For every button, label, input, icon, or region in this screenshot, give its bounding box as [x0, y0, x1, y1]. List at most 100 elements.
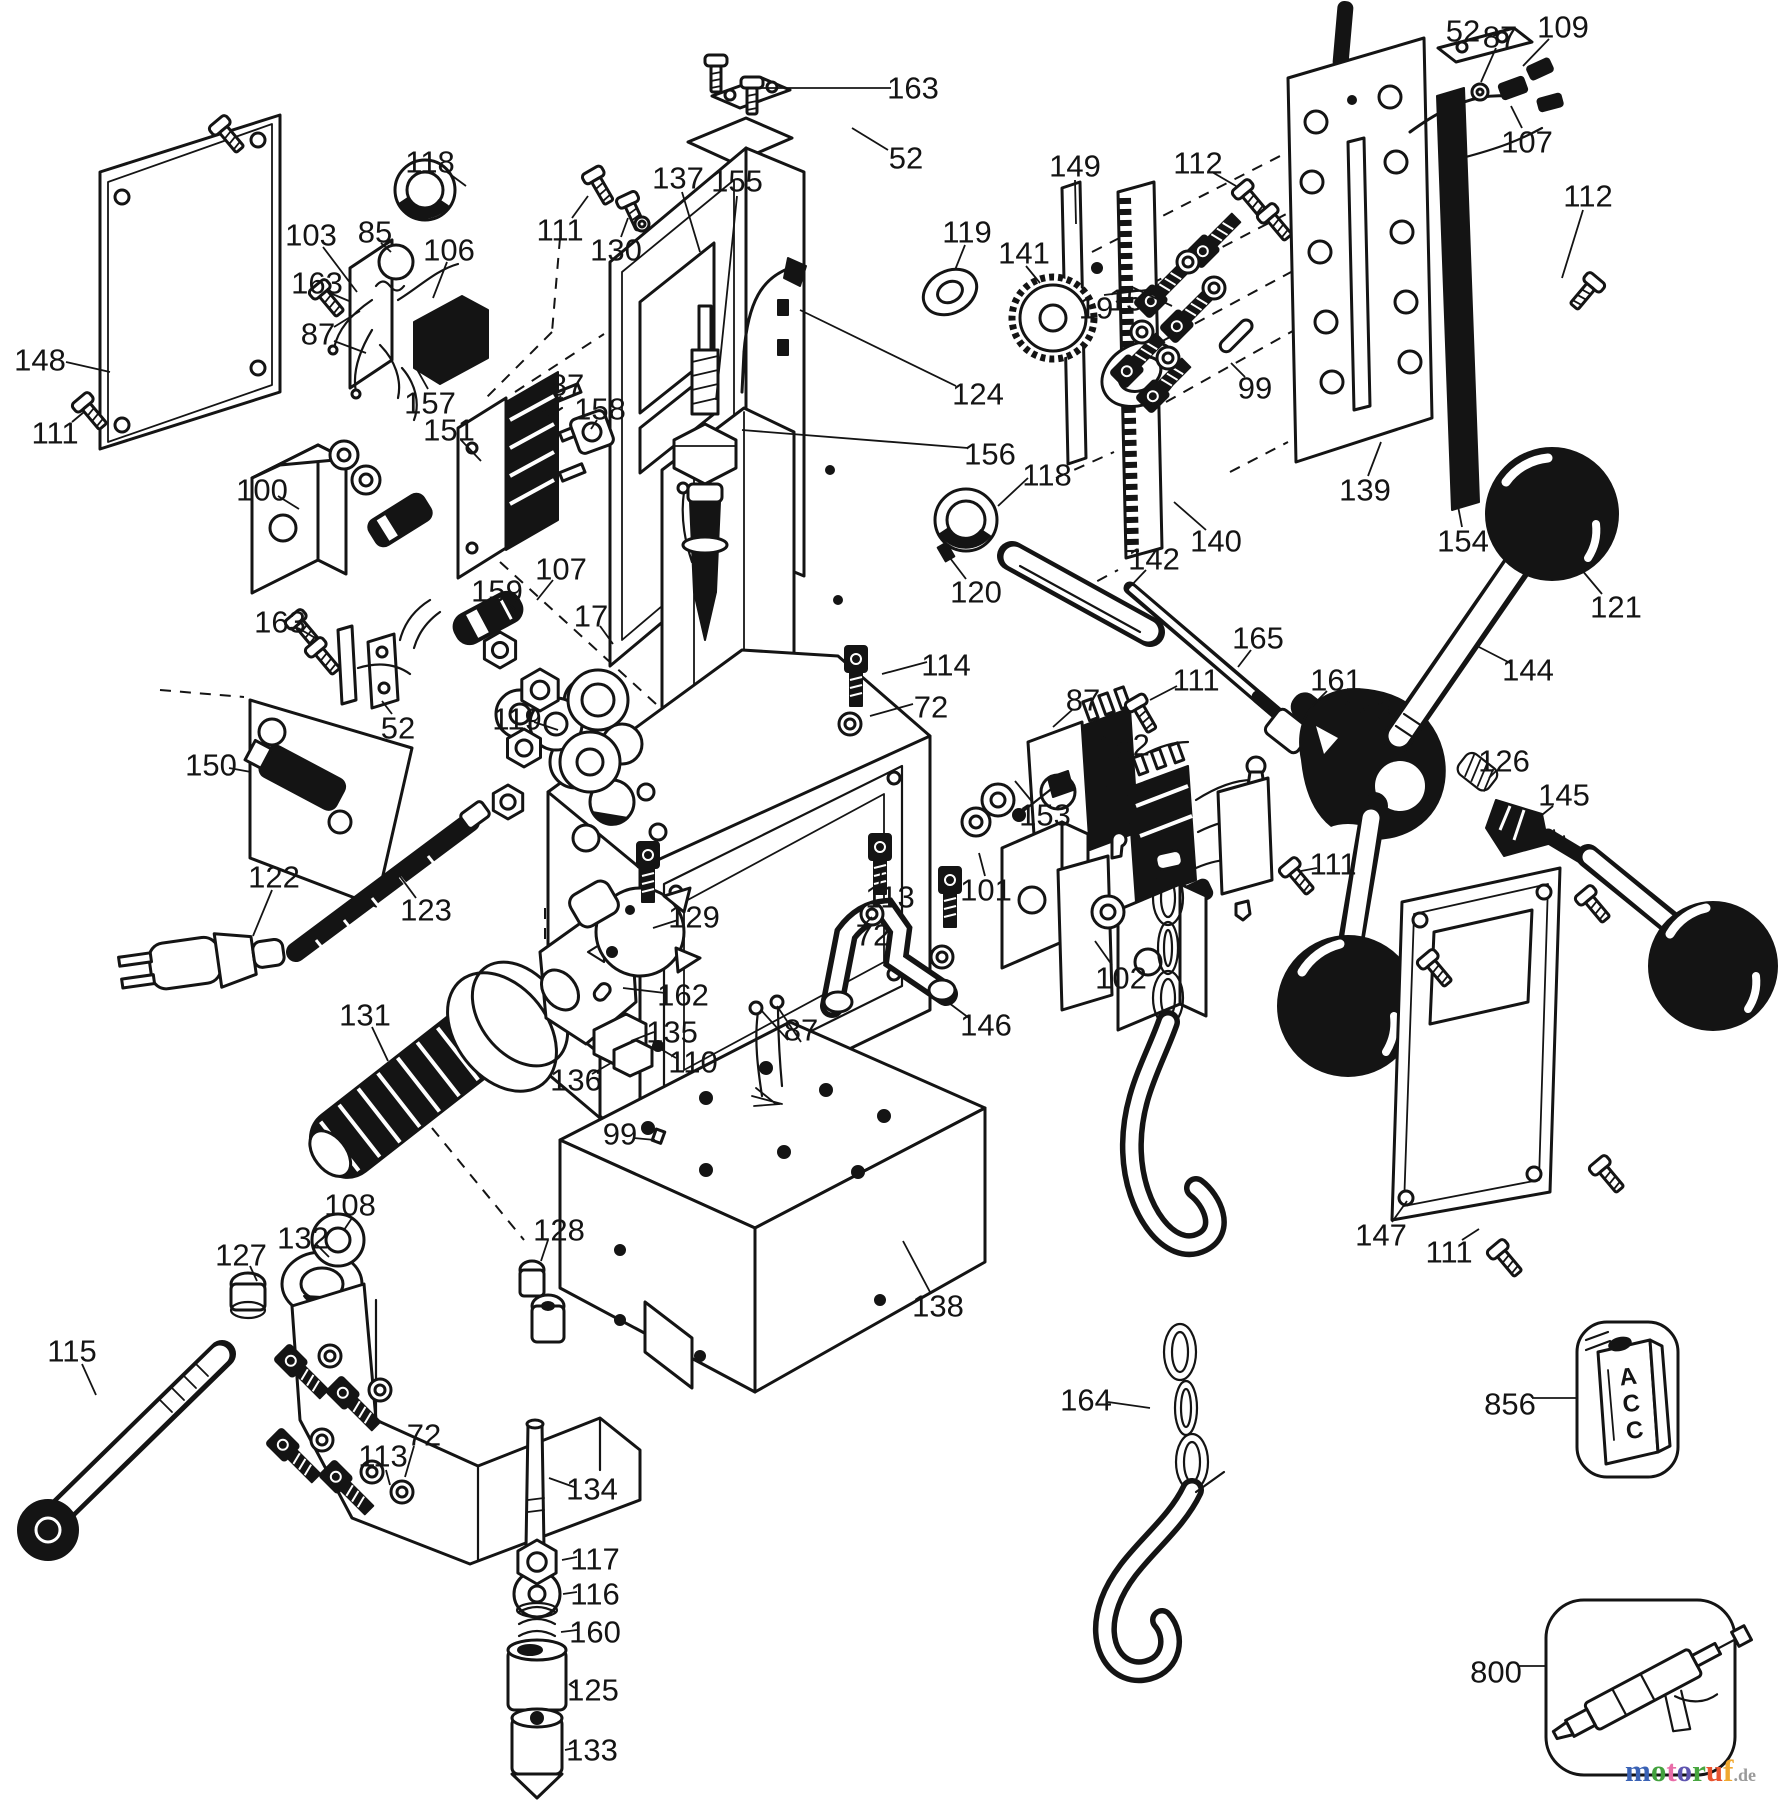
leader-line	[863, 916, 873, 926]
chain-hook-164	[1093, 1322, 1226, 1684]
part-label-118: 118	[1022, 458, 1071, 493]
hex-nut-icon	[506, 727, 542, 769]
washer-icon	[929, 944, 955, 970]
hex-nut-icon	[520, 667, 560, 713]
ring-washer-icon	[350, 464, 382, 496]
leader-line	[1350, 721, 1363, 742]
leader-line	[878, 872, 882, 888]
washer-119-upper	[921, 267, 979, 317]
leader-line	[1536, 805, 1554, 820]
socket-bolt-icon	[844, 645, 868, 707]
socket-bolt-icon	[1134, 262, 1190, 318]
part-label-106: 106	[423, 233, 475, 268]
leader-line	[561, 1556, 578, 1561]
slide-plate-139	[1286, 1, 1434, 464]
part-label-128: 128	[533, 1213, 585, 1248]
part-label-87: 87	[550, 368, 584, 403]
part-label-800: 800	[1470, 1655, 1522, 1690]
part-label-52: 52	[1446, 14, 1480, 49]
washer-icon	[1155, 345, 1181, 371]
part-label-158: 158	[574, 392, 626, 427]
leader-line	[741, 429, 969, 449]
part-label-117: 117	[570, 1542, 619, 1577]
leader-line	[1478, 646, 1513, 665]
felt-strip-154	[1436, 87, 1480, 511]
leader-line	[413, 363, 429, 390]
part-label-111: 111	[1172, 663, 1219, 698]
leader-line	[571, 195, 589, 219]
part-label-108: 108	[324, 1188, 376, 1223]
part-label-137: 137	[652, 161, 704, 196]
part-label-17: 17	[574, 599, 608, 634]
leader-line	[760, 1009, 789, 1041]
part-label-129: 129	[668, 900, 720, 935]
part-label-121: 121	[1590, 590, 1642, 625]
leader-line	[633, 1137, 656, 1141]
part-label-159: 159	[471, 574, 523, 609]
washer-icon	[837, 711, 863, 737]
leader-line	[1300, 867, 1318, 872]
washer-icon	[1175, 249, 1201, 275]
part-label-118: 118	[405, 145, 454, 180]
terminal-block-102	[1116, 882, 1208, 1032]
machine-screw-icon	[1569, 271, 1607, 311]
insulator-washer-158	[569, 409, 615, 455]
part-label-114: 114	[921, 648, 970, 683]
leader-line	[1522, 38, 1550, 67]
part-label-130: 130	[590, 233, 642, 268]
leader-line	[1480, 47, 1497, 83]
part-label-136: 136	[550, 1063, 602, 1098]
part-label-72: 72	[914, 690, 948, 725]
leader-line	[460, 439, 482, 462]
leader-line	[1052, 709, 1073, 728]
switch-assembly-151	[367, 371, 587, 580]
part-label-163: 163	[254, 605, 306, 640]
leader-line	[568, 1683, 576, 1689]
leader-line	[371, 1026, 389, 1062]
small-bracket-plate	[1216, 755, 1274, 922]
leader-line	[869, 703, 914, 717]
leader-line	[1074, 179, 1077, 225]
part-label-116: 116	[570, 1577, 619, 1612]
part-label-142: 142	[1128, 542, 1180, 577]
machine-screw-icon	[1123, 692, 1158, 734]
part-label-162: 162	[657, 978, 709, 1013]
part-label-87: 87	[784, 1013, 818, 1048]
chain-hook-upper	[1119, 849, 1227, 1258]
part-label-138: 138	[912, 1289, 964, 1324]
part-label-52: 52	[381, 711, 415, 746]
part-label-152: 152	[1098, 728, 1150, 763]
part-label-124: 124	[952, 377, 1004, 412]
jack-screw-column	[506, 1418, 568, 1800]
part-label-102: 102	[1095, 961, 1147, 996]
leader-line	[446, 171, 467, 187]
washer-icon	[1129, 319, 1155, 345]
grip-handle-131	[308, 910, 638, 1179]
leader-line	[622, 987, 666, 994]
magnet-base-138	[558, 994, 987, 1394]
part-label-110: 110	[668, 1045, 717, 1080]
machine-screw-icon	[70, 391, 108, 431]
leader-line	[249, 1265, 258, 1282]
part-label-155: 155	[711, 164, 763, 199]
part-label-164: 164	[1060, 1383, 1112, 1418]
part-label-115: 115	[47, 1334, 96, 1369]
part-label-141: 141	[998, 236, 1050, 271]
cover-plate-148	[98, 113, 282, 451]
leader-line	[329, 292, 350, 302]
washer-icon	[309, 1427, 335, 1453]
bushing-118-right	[933, 487, 999, 553]
part-label-87: 87	[301, 317, 335, 352]
part-label-132: 132	[277, 1221, 329, 1256]
leader-line	[948, 1002, 970, 1019]
leader-line	[252, 889, 273, 937]
part-label-113: 113	[865, 880, 914, 915]
leader-line	[380, 242, 392, 253]
machine-screw-icon	[1587, 1154, 1625, 1194]
power-plug-122	[117, 932, 286, 991]
handle-tube-142	[997, 541, 1165, 647]
leader-line	[1106, 756, 1119, 788]
socket-bolt-icon	[938, 866, 962, 928]
leader-line	[1488, 770, 1497, 779]
